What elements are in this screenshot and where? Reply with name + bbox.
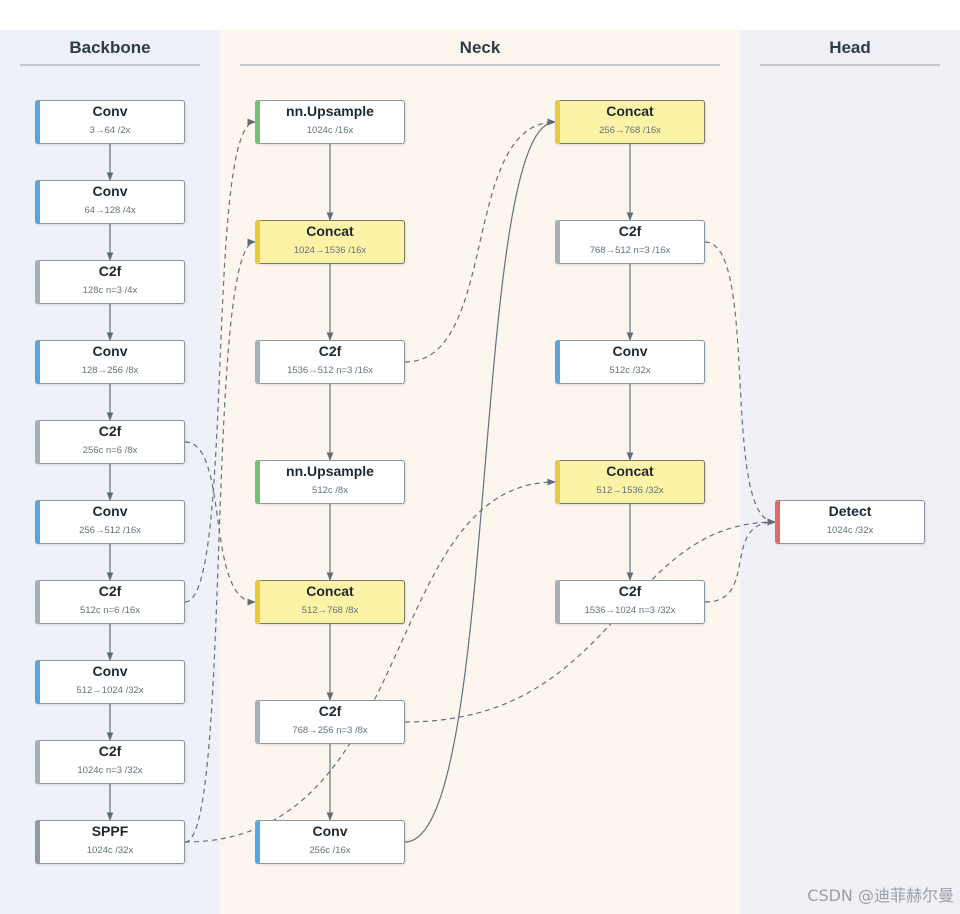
type-stripe [255,460,260,504]
type-stripe [35,740,40,784]
node-concat[interactable]: Concat 1024→1536 /16x [255,220,405,264]
type-stripe [35,500,40,544]
type-stripe [35,660,40,704]
type-stripe [555,340,560,384]
edge-solid-curve [404,118,556,843]
type-stripe [555,460,560,504]
edge-skip [184,238,256,843]
backbone-divider [20,64,200,66]
node-conv[interactable]: Conv 64→128 /4x [35,180,185,224]
node-conv[interactable]: Conv 256c /16x [255,820,405,864]
node-concat[interactable]: Concat 512→1536 /32x [555,460,705,504]
neck-divider [240,64,720,66]
type-stripe [555,100,560,144]
head-divider [760,64,940,66]
type-stripe [35,580,40,624]
node-conv[interactable]: Conv 3→64 /2x [35,100,185,144]
node-c2f[interactable]: C2f 1536→512 n=3 /16x [255,340,405,384]
node-concat[interactable]: Concat 256→768 /16x [555,100,705,144]
type-stripe [255,820,260,864]
node-c2f[interactable]: C2f 768→256 n=3 /8x [255,700,405,744]
type-stripe [555,580,560,624]
head-title: Head [829,38,871,57]
edge-skip [184,441,256,606]
node-upsample[interactable]: nn.Upsample 1024c /16x [255,100,405,144]
node-upsample[interactable]: nn.Upsample 512c /8x [255,460,405,504]
edge-skip [704,518,776,603]
type-stripe [255,580,260,624]
edge-skip [184,478,556,843]
type-stripe [35,420,40,464]
node-c2f[interactable]: C2f 1024c n=3 /32x [35,740,185,784]
neck-title: Neck [459,38,501,57]
type-stripe [255,700,260,744]
type-stripe [35,820,40,864]
edge-skip [704,241,776,526]
node-conv[interactable]: Conv 512→1024 /32x [35,660,185,704]
type-stripe [35,100,40,144]
node-c2f[interactable]: C2f 768→512 n=3 /16x [555,220,705,264]
watermark: CSDN @迪菲赫尔曼 [807,886,954,905]
node-conv[interactable]: Conv 512c /32x [555,340,705,384]
node-detect[interactable]: Detect 1024c /32x [775,500,925,544]
type-stripe [555,220,560,264]
type-stripe [775,500,780,544]
node-c2f[interactable]: C2f 512c n=6 /16x [35,580,185,624]
type-stripe [255,220,260,264]
backbone-title: Backbone [69,38,151,57]
node-conv[interactable]: Conv 256→512 /16x [35,500,185,544]
node-sppf[interactable]: SPPF 1024c /32x [35,820,185,864]
type-stripe [35,340,40,384]
node-c2f[interactable]: C2f 1536→1024 n=3 /32x [555,580,705,624]
type-stripe [255,340,260,384]
type-stripe [35,180,40,224]
edge-skip [184,118,256,603]
node-conv[interactable]: Conv 128→256 /8x [35,340,185,384]
node-c2f[interactable]: C2f 256c n=6 /8x [35,420,185,464]
type-stripe [35,260,40,304]
head-panel [740,30,960,914]
node-c2f[interactable]: C2f 128c n=3 /4x [35,260,185,304]
edge-skip [404,118,556,363]
node-concat[interactable]: Concat 512→768 /8x [255,580,405,624]
type-stripe [255,100,260,144]
